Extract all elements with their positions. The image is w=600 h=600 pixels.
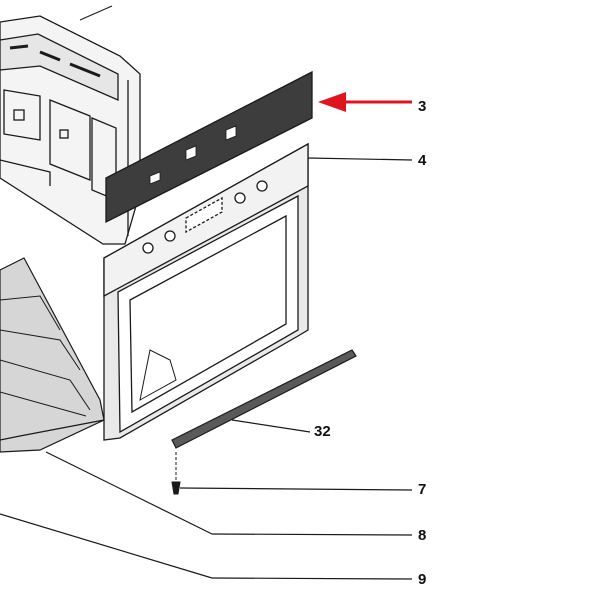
leader-line-4 bbox=[307, 157, 413, 161]
part-32-seal-strip bbox=[171, 349, 357, 449]
part-7-screw bbox=[171, 452, 181, 495]
callout-label-4: 4 bbox=[418, 152, 427, 169]
callout-label-32: 32 bbox=[314, 423, 331, 440]
callout-label-3: 3 bbox=[418, 98, 427, 115]
leader-line-7 bbox=[179, 487, 413, 491]
callout-label-7: 7 bbox=[418, 481, 427, 498]
leader-line-9 bbox=[0, 513, 213, 579]
leader-line-8 bbox=[45, 451, 213, 535]
oven-cabinet-body bbox=[0, 5, 141, 245]
part-4-front-frame bbox=[103, 142, 309, 441]
callout-label-8: 8 bbox=[418, 527, 427, 544]
leader-line-8b bbox=[211, 533, 413, 536]
callout-label-9: 9 bbox=[418, 571, 427, 588]
leader-line-9b bbox=[211, 577, 413, 580]
red-arrow-icon bbox=[318, 92, 412, 112]
part-3-control-panel bbox=[105, 70, 313, 224]
leader-lines bbox=[0, 157, 413, 580]
part-8-9-floor-shelf bbox=[0, 257, 105, 453]
leader-line-32 bbox=[231, 419, 311, 433]
